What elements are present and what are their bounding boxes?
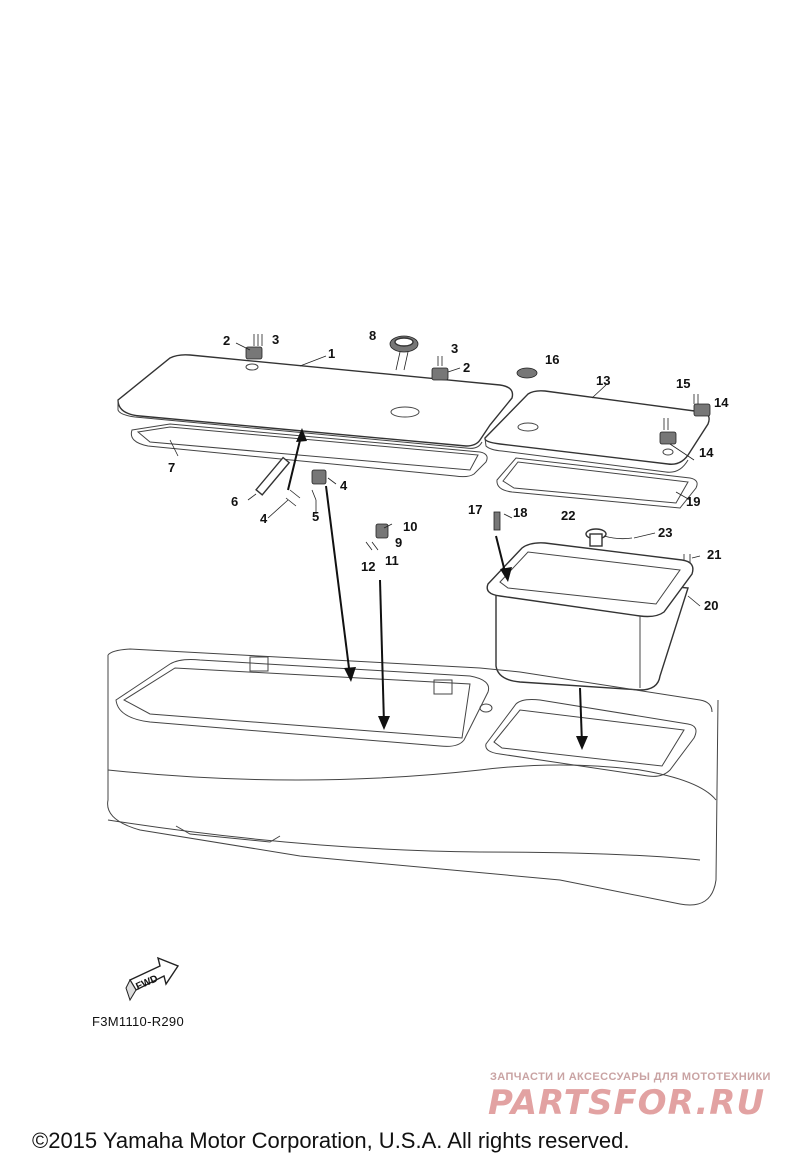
hull-deck bbox=[107, 648, 719, 906]
callout-10: 10 bbox=[403, 519, 417, 534]
bracket-4a bbox=[311, 469, 327, 485]
front-lid-gasket bbox=[130, 423, 488, 478]
copyright-notice: ©2015 Yamaha Motor Corporation, U.S.A. A… bbox=[32, 1128, 630, 1153]
callout-19: 19 bbox=[686, 494, 700, 509]
callout-6: 6 bbox=[231, 494, 238, 509]
callout-9: 9 bbox=[395, 535, 402, 550]
callout-20: 20 bbox=[704, 598, 718, 613]
callout-2: 2 bbox=[223, 333, 230, 348]
watermark-tagline: ЗАПЧАСТИ И АКСЕССУАРЫ ДЛЯ МОТОТЕХНИКИ bbox=[490, 1071, 771, 1083]
callout-15: 15 bbox=[676, 376, 690, 391]
watermark-brand: PARTSFOR.RU bbox=[488, 1083, 766, 1123]
rear-lid-gasket bbox=[496, 457, 698, 509]
callout-22: 22 bbox=[561, 508, 575, 523]
latch-14b bbox=[659, 431, 677, 445]
latch-14a bbox=[693, 403, 711, 417]
callout-14: 14 bbox=[699, 445, 714, 460]
storage-bin bbox=[486, 542, 694, 691]
assembly-arrows bbox=[287, 428, 588, 750]
figure-code: F3M1110-R290 bbox=[92, 1014, 184, 1029]
callout-7: 7 bbox=[168, 460, 175, 475]
callout-8: 8 bbox=[369, 328, 376, 343]
callout-1: 1 bbox=[328, 346, 335, 361]
forward-direction-arrow: FWD bbox=[125, 956, 180, 1002]
callout-3: 3 bbox=[272, 332, 279, 347]
callout-12: 12 bbox=[361, 559, 375, 574]
callout-5: 5 bbox=[312, 509, 319, 524]
callout-4: 4 bbox=[340, 478, 348, 493]
callout-23: 23 bbox=[658, 525, 672, 540]
stay-6 bbox=[255, 456, 291, 496]
callout-16: 16 bbox=[545, 352, 559, 367]
callout-11: 11 bbox=[385, 553, 399, 568]
callout-4: 4 bbox=[260, 511, 268, 526]
latch-2b bbox=[431, 367, 449, 381]
callout-leaders bbox=[169, 342, 701, 607]
callout-21: 21 bbox=[707, 547, 721, 562]
callout-14: 14 bbox=[714, 395, 729, 410]
drain-plug-16 bbox=[516, 367, 538, 379]
hinge-9 bbox=[375, 523, 389, 539]
callout-13: 13 bbox=[596, 373, 610, 388]
rear-lid bbox=[484, 390, 710, 473]
hardware-items bbox=[245, 334, 711, 564]
clip-17 bbox=[493, 511, 501, 531]
callout-labels: 2 3 1 8 3 2 16 13 15 14 14 7 6 4 4 5 19 … bbox=[168, 328, 729, 613]
callout-17: 17 bbox=[468, 502, 482, 517]
callout-2: 2 bbox=[463, 360, 470, 375]
callout-3: 3 bbox=[451, 341, 458, 356]
callout-18: 18 bbox=[513, 505, 527, 520]
front-lid bbox=[117, 354, 514, 449]
